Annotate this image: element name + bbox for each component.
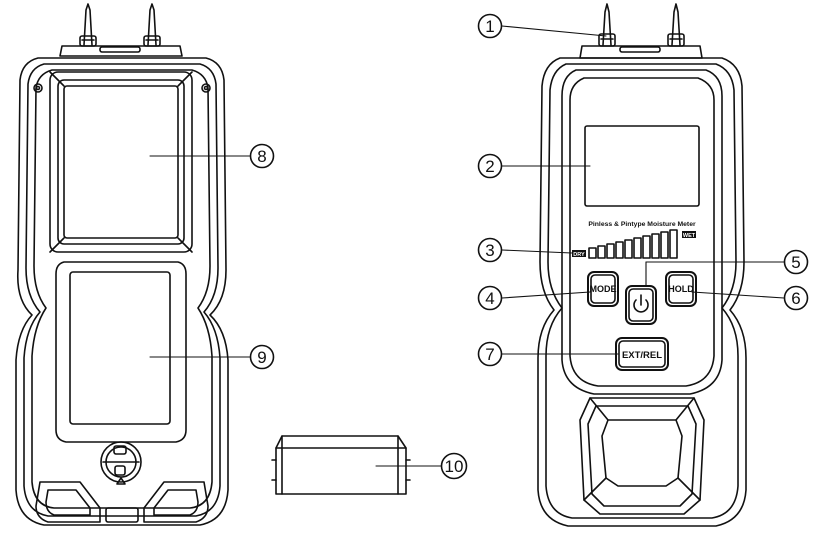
back-upper-window bbox=[49, 71, 193, 253]
mode-button[interactable]: MODE bbox=[587, 271, 619, 307]
back-probe-left bbox=[79, 3, 97, 47]
ext-rel-button[interactable]: EXT/REL bbox=[615, 337, 669, 371]
hold-button[interactable]: HOLD bbox=[665, 271, 697, 307]
callout-8: 8 bbox=[249, 143, 275, 169]
back-bottom-feet bbox=[35, 481, 209, 523]
callout-10: 10 bbox=[440, 452, 468, 480]
svg-text:3: 3 bbox=[485, 241, 494, 260]
moisture-bar-indicator: DRY WET bbox=[572, 229, 696, 259]
back-view-device bbox=[15, 3, 229, 526]
mode-button-label: MODE bbox=[590, 284, 617, 294]
svg-text:4: 4 bbox=[485, 289, 494, 308]
callout-6: 6 bbox=[783, 285, 809, 311]
protective-cap bbox=[271, 435, 411, 495]
front-outer-body bbox=[537, 57, 747, 527]
svg-text:2: 2 bbox=[485, 157, 494, 176]
svg-text:1: 1 bbox=[485, 17, 494, 36]
callout-5: 5 bbox=[783, 249, 809, 275]
back-inner-body bbox=[23, 63, 221, 517]
back-outer-body bbox=[15, 57, 229, 526]
svg-text:10: 10 bbox=[445, 457, 464, 476]
back-battery-cover-knob bbox=[100, 441, 142, 485]
svg-text:9: 9 bbox=[257, 348, 266, 367]
callout-4: 4 bbox=[477, 285, 503, 311]
back-lower-sensor-pad bbox=[55, 261, 187, 443]
callout-leaders bbox=[149, 25, 785, 467]
svg-text:5: 5 bbox=[791, 253, 800, 272]
back-probe-right bbox=[143, 3, 161, 47]
front-view-device: Pinless & Pintype Moisture Meter DRY WET… bbox=[537, 3, 747, 527]
front-lower-grip bbox=[579, 397, 705, 515]
callout-2: 2 bbox=[477, 153, 503, 179]
callout-1: 1 bbox=[477, 13, 503, 39]
dry-label: DRY bbox=[573, 252, 585, 258]
front-probe-left bbox=[598, 3, 616, 47]
hold-button-label: HOLD bbox=[668, 284, 694, 294]
callout-7: 7 bbox=[477, 341, 503, 367]
front-face-panel bbox=[561, 69, 723, 395]
svg-text:8: 8 bbox=[257, 147, 266, 166]
callout-9: 9 bbox=[249, 344, 275, 370]
power-button[interactable] bbox=[625, 285, 657, 325]
front-probe-right bbox=[667, 3, 685, 47]
product-label: Pinless & Pintype Moisture Meter bbox=[588, 221, 696, 228]
svg-text:7: 7 bbox=[485, 345, 494, 364]
svg-text:6: 6 bbox=[791, 289, 800, 308]
callout-3: 3 bbox=[477, 237, 503, 263]
back-top-cap bbox=[59, 45, 183, 57]
front-lcd-screen bbox=[584, 125, 700, 207]
ext-rel-button-label: EXT/REL bbox=[622, 350, 662, 361]
wet-label: WET bbox=[683, 233, 696, 239]
power-icon bbox=[633, 294, 649, 313]
